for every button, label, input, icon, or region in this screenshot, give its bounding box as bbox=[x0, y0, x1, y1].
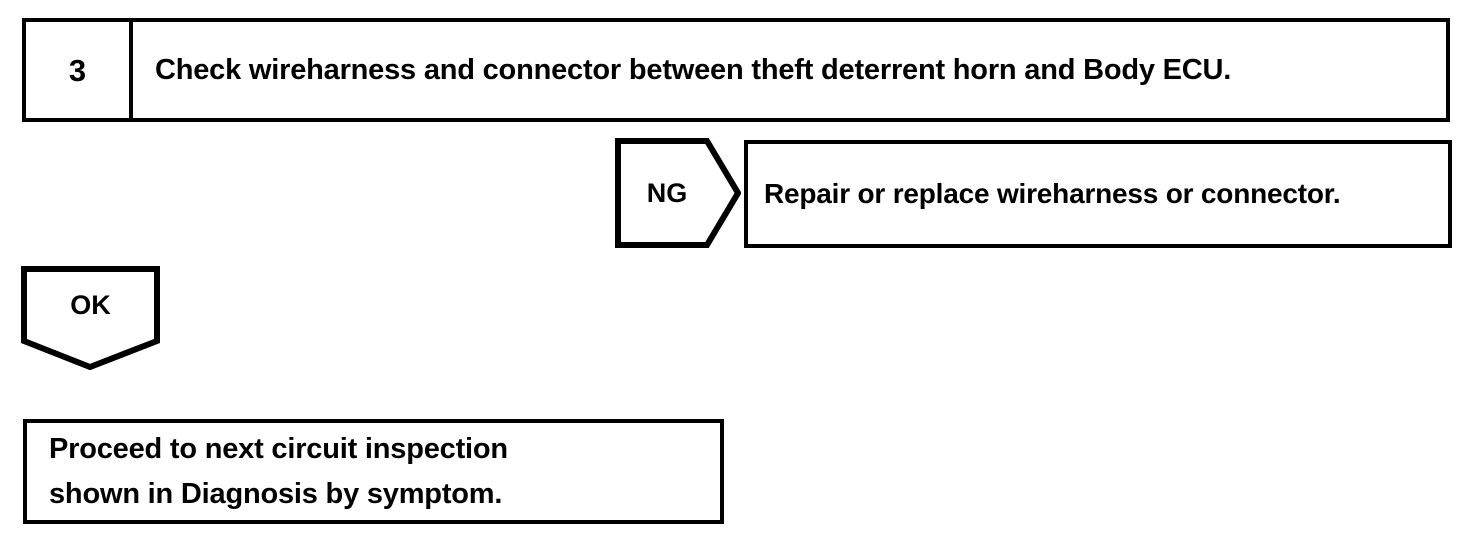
proceed-line-1: Proceed to next circuit inspection bbox=[49, 432, 508, 465]
step-instruction-cell: Check wireharness and connector between … bbox=[137, 22, 1446, 118]
proceed-box: Proceed to next circuit inspection shown… bbox=[23, 419, 724, 524]
ok-branch-arrow: OK bbox=[21, 266, 160, 370]
step-instruction-text: Check wireharness and connector between … bbox=[155, 53, 1232, 86]
proceed-line-2: shown in Diagnosis by symptom. bbox=[49, 477, 503, 510]
repair-result-box: Repair or replace wireharness or connect… bbox=[744, 140, 1452, 248]
step-box: 3 Check wireharness and connector betwee… bbox=[22, 18, 1450, 122]
ng-branch-arrow: NG bbox=[615, 138, 741, 248]
ok-arrow-icon bbox=[21, 266, 160, 370]
step-number: 3 bbox=[68, 52, 87, 88]
ng-arrow-icon bbox=[615, 138, 741, 248]
repair-result-text: Repair or replace wireharness or connect… bbox=[764, 178, 1341, 210]
step-number-cell: 3 bbox=[26, 22, 133, 118]
